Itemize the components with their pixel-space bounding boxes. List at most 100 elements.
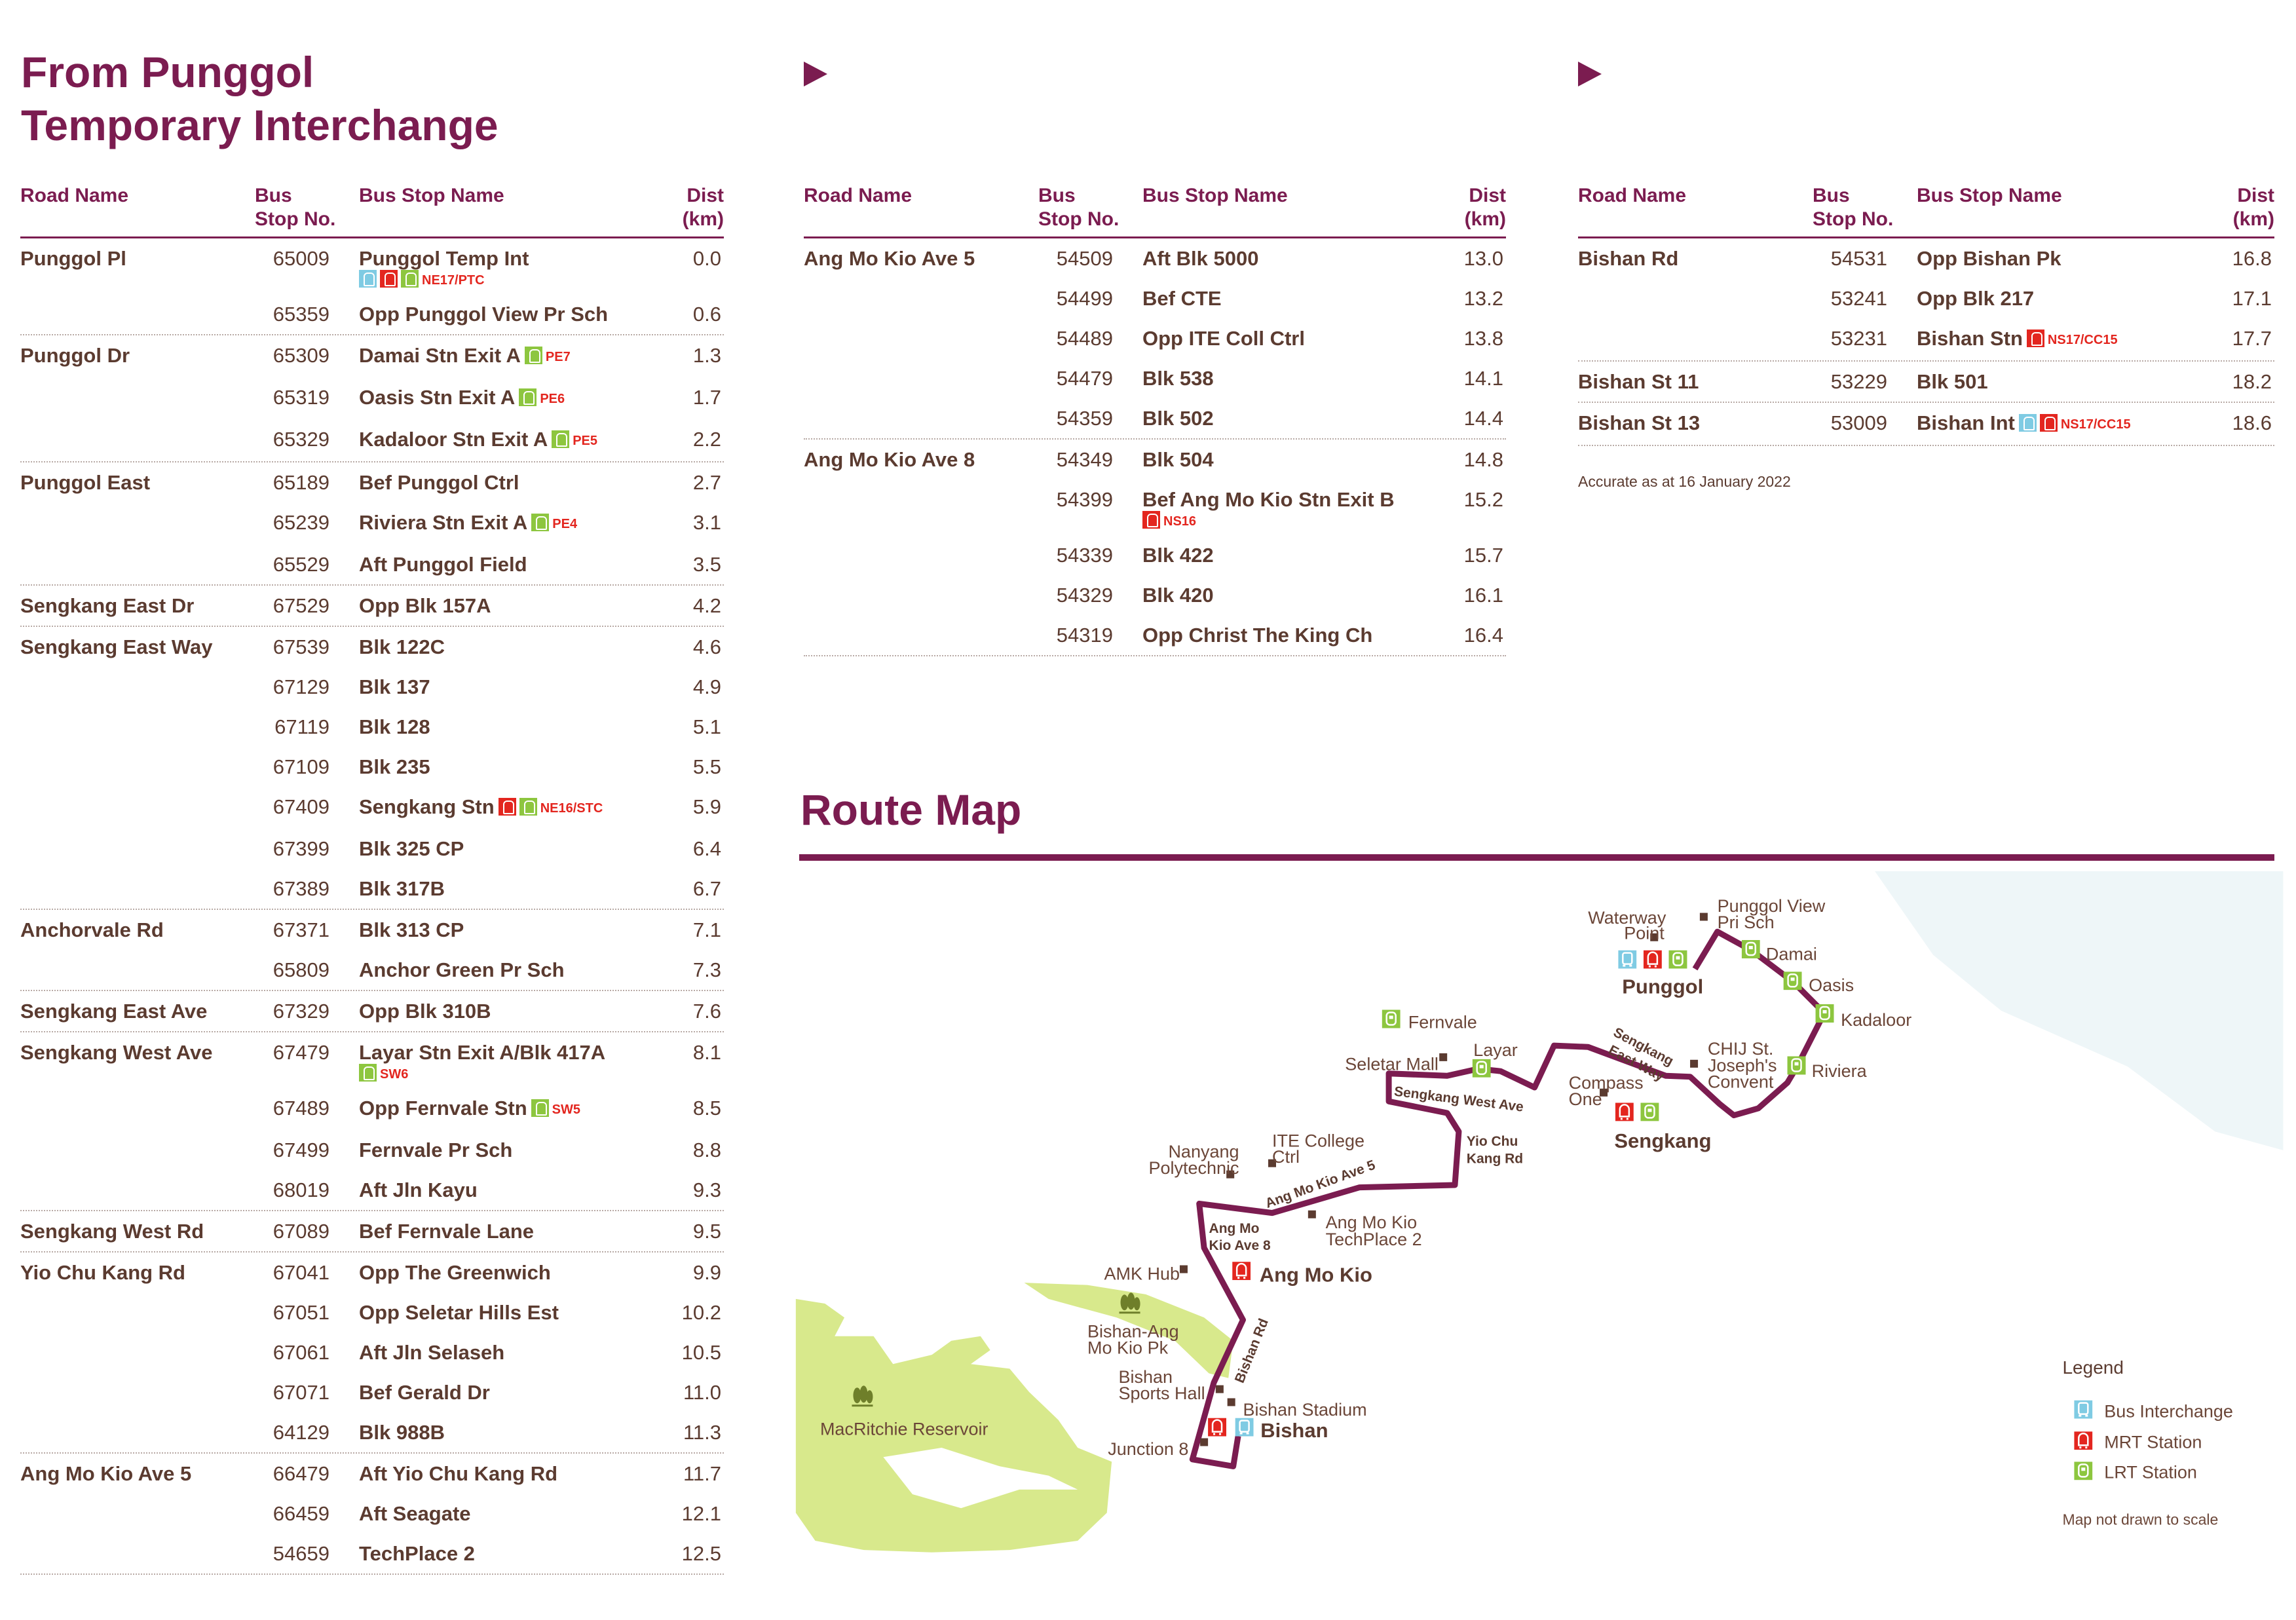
stop-name-text: Layar Stn Exit A/Blk 417A <box>359 1041 606 1064</box>
stop-number: 65319 <box>273 386 329 409</box>
marker-chij <box>1690 1059 1699 1068</box>
marker-stadium <box>1227 1398 1235 1406</box>
label-chij: Convent <box>1708 1072 1774 1091</box>
lrt-station-icon <box>524 347 542 364</box>
distance: 11.7 <box>683 1462 721 1485</box>
lrt-station-icon <box>1472 1059 1491 1078</box>
stop-number: 54349 <box>1056 448 1113 471</box>
label-sports-hall: Bishan <box>1119 1367 1173 1387</box>
distance: 7.6 <box>692 1000 721 1023</box>
road-name: Punggol Pl <box>20 247 126 270</box>
label-ite: Ctrl <box>1272 1147 1300 1167</box>
stop-name-text: Blk 422 <box>1142 544 1214 567</box>
station-code: SW6 <box>380 1067 409 1082</box>
label-sports-hall: Sports Hall <box>1119 1384 1205 1403</box>
route-map-title: Route Map <box>800 785 1022 834</box>
stop-number: 53231 <box>1830 327 1887 350</box>
station-badges: SW5 <box>531 1097 580 1120</box>
mrt-station-icon <box>1643 950 1662 969</box>
header-road-name: Road Name <box>804 185 913 206</box>
stop-name-text: Blk 313 CP <box>359 918 464 941</box>
stop-number: 53009 <box>1830 411 1887 434</box>
stop-name-text: Aft Jln Kayu <box>359 1178 478 1201</box>
header-road-name: Road Name <box>1578 185 1687 206</box>
stop-name: TechPlace 2 <box>359 1534 645 1573</box>
label-sengkang-west-ave: Sengkang West Ave <box>1393 1084 1524 1115</box>
distance: 9.3 <box>692 1178 721 1201</box>
stop-name: Bef CTE <box>1142 278 1427 318</box>
lrt-station-icon <box>531 1099 549 1117</box>
header-dist: Dist(km) <box>2196 184 2274 231</box>
header-line: Stop No. <box>1038 208 1120 230</box>
distance: 18.6 <box>2232 411 2272 434</box>
bus-interchange-icon <box>1618 950 1637 969</box>
stop-name: Blk 422 <box>1142 535 1427 575</box>
stop-name-text: Blk 502 <box>1142 407 1214 430</box>
distance: 10.5 <box>681 1341 721 1364</box>
stop-number: 53241 <box>1830 287 1887 310</box>
distance: 5.5 <box>692 755 721 778</box>
road-name: Sengkang East Dr <box>20 594 195 617</box>
bishan-amk-park-area <box>1024 1283 1233 1378</box>
sea-area <box>1875 871 2284 1150</box>
stop-name-text: Blk 988B <box>359 1421 445 1444</box>
distance: 13.2 <box>1463 287 1503 310</box>
stop-number: 54499 <box>1056 287 1113 310</box>
road-name: Punggol Dr <box>20 344 130 367</box>
station-badges: NE17/PTC <box>359 269 645 294</box>
header-line: Dist <box>1469 185 1506 206</box>
header-dist: Dist(km) <box>645 184 724 231</box>
header-stop-name: Bus Stop Name <box>1142 185 1288 206</box>
road-name: Sengkang West Ave <box>20 1041 213 1064</box>
legend-scale-note: Map not drawn to scale <box>2062 1511 2218 1528</box>
stop-number: 54479 <box>1056 367 1113 390</box>
stop-name: Opp Blk 310B <box>359 991 645 1031</box>
stop-number: 65239 <box>273 511 329 534</box>
mrt-station-icon <box>1208 1418 1227 1437</box>
station-badges: NE16/STC <box>498 795 603 818</box>
stop-name: Aft Jln Kayu <box>359 1170 645 1210</box>
stop-number: 67499 <box>273 1139 329 1161</box>
stop-number: 65009 <box>273 247 329 270</box>
distance: 7.1 <box>692 918 721 941</box>
stop-name: Blk 504 <box>1142 440 1427 480</box>
stop-number: 67329 <box>273 1000 329 1023</box>
stop-number: 67539 <box>273 635 329 658</box>
stop-number: 54319 <box>1056 624 1113 647</box>
stop-name: Anchor Green Pr Sch <box>359 950 645 990</box>
station-badges: PE4 <box>531 511 577 534</box>
stop-number: 68019 <box>273 1178 329 1201</box>
stop-name: Blk 988B <box>359 1412 645 1452</box>
road-name: Bishan Rd <box>1578 247 1679 270</box>
stop-name-text: Bef CTE <box>1142 287 1222 310</box>
label-bishan: Bishan <box>1260 1419 1328 1442</box>
stop-name-text: Opp Christ The King Ch <box>1142 624 1373 647</box>
lrt-station-icon <box>519 388 537 406</box>
stop-name: Bef Fernvale Lane <box>359 1211 645 1251</box>
distance: 2.2 <box>692 428 721 451</box>
stop-name: Aft Punggol Field <box>359 544 645 584</box>
label-yio-chu-kang-rd: Kang Rd <box>1467 1151 1523 1166</box>
station-badges: NS16 <box>1142 510 1427 535</box>
stop-name-text: Opp The Greenwich <box>359 1261 551 1284</box>
stop-name-text: Blk 235 <box>359 755 430 778</box>
label-punggol: Punggol <box>1622 975 1703 998</box>
lrt-station-icon <box>1668 950 1687 969</box>
